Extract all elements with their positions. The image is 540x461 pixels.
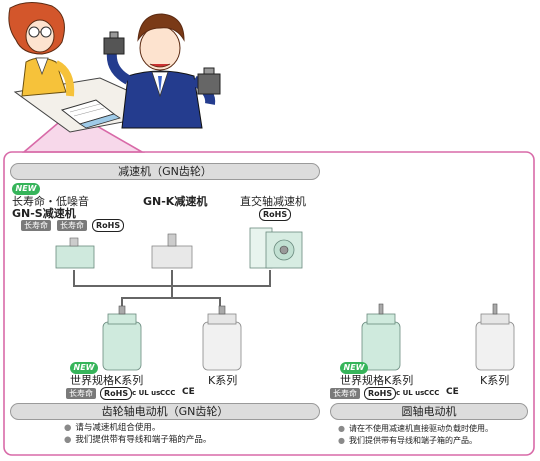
- gns-new-badge: NEW: [12, 183, 40, 195]
- gear-world-k-label: 世界规格K系列: [70, 374, 144, 387]
- k-gear-motor-image: [202, 305, 242, 371]
- gear-world-k-new-badge: NEW: [70, 362, 98, 374]
- rightangle-rohs-badge: RoHS: [259, 208, 292, 221]
- round-note-1: 请在不使用减速机直接驱动负载时使用。: [338, 423, 493, 434]
- gear-note-1: 请与减速机组合使用。: [64, 423, 160, 434]
- round-world-k-badge-longlife: 长寿命: [330, 388, 360, 399]
- rightangle-label: 直交轴减速机: [240, 195, 306, 208]
- gns-badge-2: 长寿命: [57, 220, 87, 231]
- gnk-label: GN-K减速机: [143, 195, 208, 208]
- world-k-gear-motor-image: [102, 305, 142, 371]
- round-ce-mark-icon: CE: [446, 387, 459, 397]
- gear-world-k-rohs-badge: RoHS: [100, 387, 133, 400]
- round-ul-mark-icon: c UL us: [396, 389, 425, 397]
- round-ccc-mark-icon: CCC: [424, 389, 440, 397]
- k-round-motor-image: [475, 303, 515, 371]
- round-world-k-new-badge: NEW: [340, 362, 368, 374]
- gear-world-k-badge-longlife: 长寿命: [66, 388, 96, 399]
- gear-k-series-label: K系列: [208, 374, 238, 387]
- man-character: [103, 13, 221, 129]
- gns-gearhead-image: [55, 237, 95, 269]
- round-world-k-rohs-badge: RoHS: [364, 387, 397, 400]
- round-note-2: 我们提供带有导线和端子箱的产品。: [338, 435, 477, 446]
- book-icon: [60, 99, 121, 129]
- gns-rohs-badge: RoHS: [92, 219, 125, 232]
- woman-character: [8, 2, 75, 97]
- connector-lines: [73, 270, 271, 310]
- gear-ccc-mark-icon: CCC: [160, 389, 176, 397]
- gns-badge-1: 长寿命: [21, 220, 51, 231]
- gnk-gearhead-image: [151, 233, 193, 269]
- gearhead-section-title: 减速机（GN齿轮）: [10, 163, 320, 180]
- round-motor-section-title: 圆轴电动机: [330, 403, 528, 420]
- gear-note-2: 我们提供带有导线和端子箱的产品。: [64, 435, 211, 446]
- main-frame: [3, 151, 535, 456]
- gear-ul-mark-icon: c UL us: [132, 389, 161, 397]
- gear-ce-mark-icon: CE: [182, 387, 195, 397]
- gns-line2: GN-S减速机: [12, 207, 76, 220]
- round-world-k-label: 世界规格K系列: [340, 374, 414, 387]
- gns-line1: 长寿命・低噪音: [12, 195, 89, 208]
- world-k-round-motor-image: [361, 303, 401, 371]
- gear-motor-section-title: 齿轮轴电动机（GN齿轮）: [10, 403, 320, 420]
- rightangle-gearhead-image: [249, 227, 303, 269]
- round-k-series-label: K系列: [480, 374, 510, 387]
